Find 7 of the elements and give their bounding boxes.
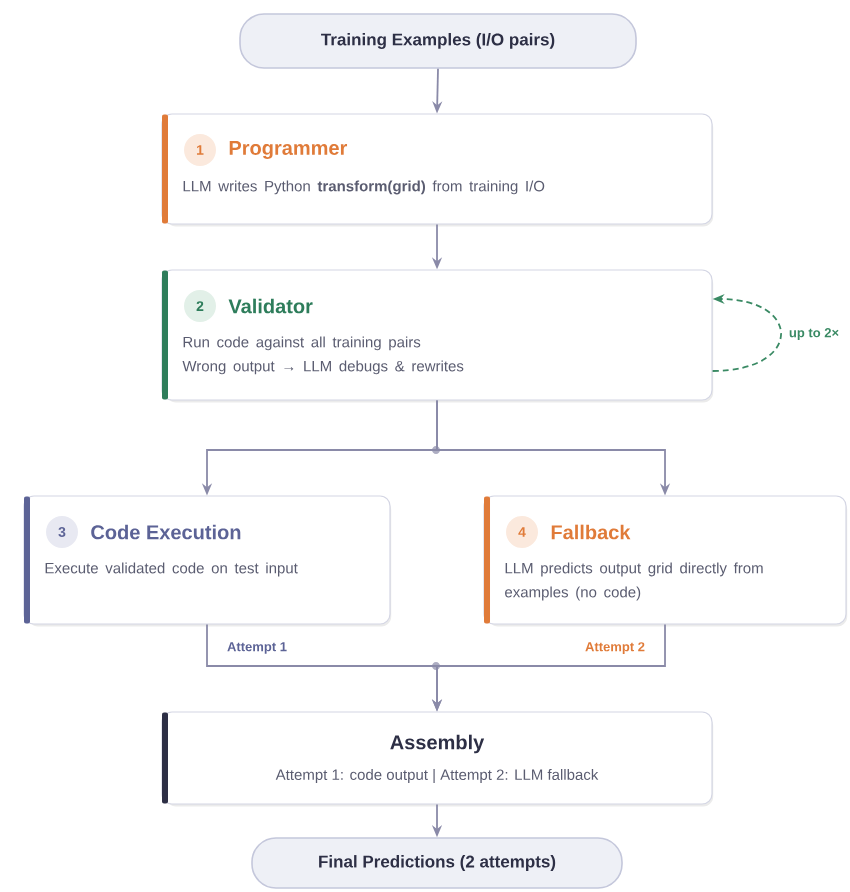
step-title: Programmer xyxy=(229,141,348,159)
step-title: Code Execution xyxy=(91,524,241,540)
terminal-pill: Training Examples (I/O pairs) xyxy=(239,13,637,69)
step-title: Assembly xyxy=(390,734,485,754)
terminal-pill: Final Predictions (2 attempts) xyxy=(251,837,623,889)
step-title: Fallback xyxy=(551,524,631,540)
step-title: Validator xyxy=(228,298,313,314)
